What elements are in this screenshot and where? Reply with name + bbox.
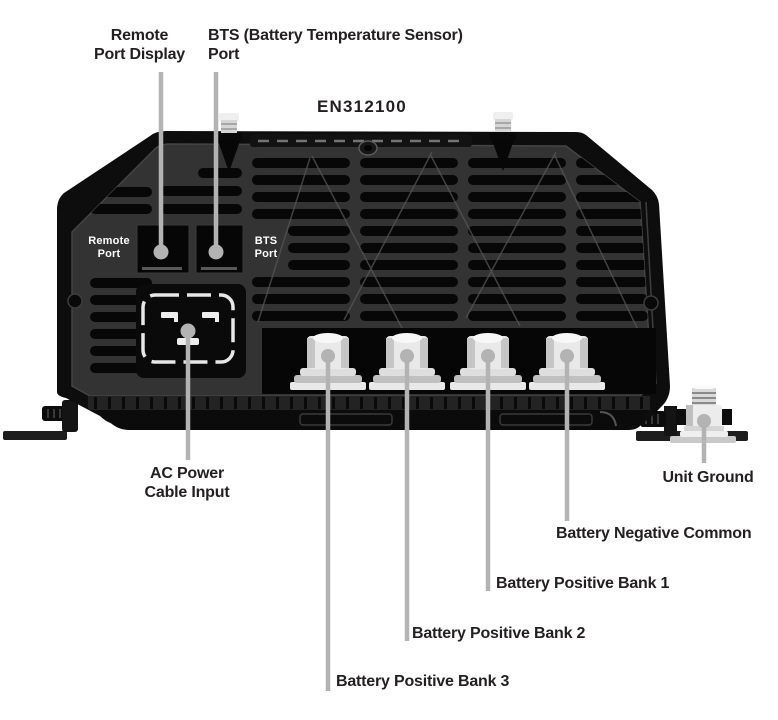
panel-label-bts-port: BTS Port [254,235,278,260]
vent-slot [288,226,350,236]
vent-slot [576,260,648,270]
vent-slot [468,192,566,202]
leader-lines [153,72,707,691]
side-screw-left-icon [67,293,83,309]
vent-slot [360,277,458,287]
callout-remote-port-display: Remote Port Display [94,27,185,63]
post-right-icon [490,112,516,171]
vent-slot [252,175,350,185]
vent-slot [252,294,350,304]
vent-slot [90,278,152,288]
vent-slot [468,175,566,185]
vent-slot [160,204,242,214]
center-screw-icon [358,140,378,156]
vent-slot [360,294,458,304]
top-mounting-posts [67,112,659,311]
vent-slot [576,226,648,236]
side-screw-right-icon [643,295,659,311]
callout-battery-positive-bank-1: Battery Positive Bank 1 [496,575,670,592]
vent-slot [468,277,566,287]
vent-slot [360,158,458,168]
vent-slot [468,243,566,253]
vent-slot [198,168,242,178]
vent-slot [576,209,648,219]
callout-battery-positive-bank-3: Battery Positive Bank 3 [336,673,510,690]
vent-slot [468,209,566,219]
vent-slot [160,186,242,196]
vent-slot [360,209,458,219]
vent-slot [468,294,566,304]
callout-battery-negative-common: Battery Negative Common [556,525,752,542]
leader-bts-port [208,72,224,260]
vent-slot [360,311,458,321]
fan-streaks [257,151,639,331]
model-number: EN312100 [317,97,407,116]
panel-label-remote-port: Remote Port [88,235,130,260]
callout-bts-port: BTS (Battery Temperature Sensor) Port [208,27,463,63]
leader-remote-port [153,72,169,260]
vent-slot [576,243,648,253]
vent-slot [468,311,566,321]
vent-slot [576,311,648,321]
vent-slot [468,158,566,168]
vent-slot [288,260,350,270]
base-band [88,396,650,430]
vent-slot [576,277,648,287]
post-left-icon [216,113,242,172]
vent-slot [360,226,458,236]
battery-terminals [262,328,656,394]
vent-slot [360,243,458,253]
vent-slot [252,158,350,168]
vent-slot [360,175,458,185]
vent-slot [252,209,350,219]
vent-slot [468,260,566,270]
vent-slot [360,260,458,270]
vent-slot [576,192,648,202]
vent-slot [288,243,350,253]
vent-slot [468,226,566,236]
vent-slot [90,204,152,214]
vent-slot [252,311,350,321]
callout-ac-power-cable-input: AC Power Cable Input [144,465,230,501]
mounting-flange-left [3,400,78,440]
vent-slot [252,192,350,202]
callout-battery-positive-bank-2: Battery Positive Bank 2 [412,625,586,642]
callout-unit-ground: Unit Ground [662,469,754,486]
vent-slot [252,277,350,287]
vent-slot [576,294,648,304]
leader-ac-input [180,323,196,460]
